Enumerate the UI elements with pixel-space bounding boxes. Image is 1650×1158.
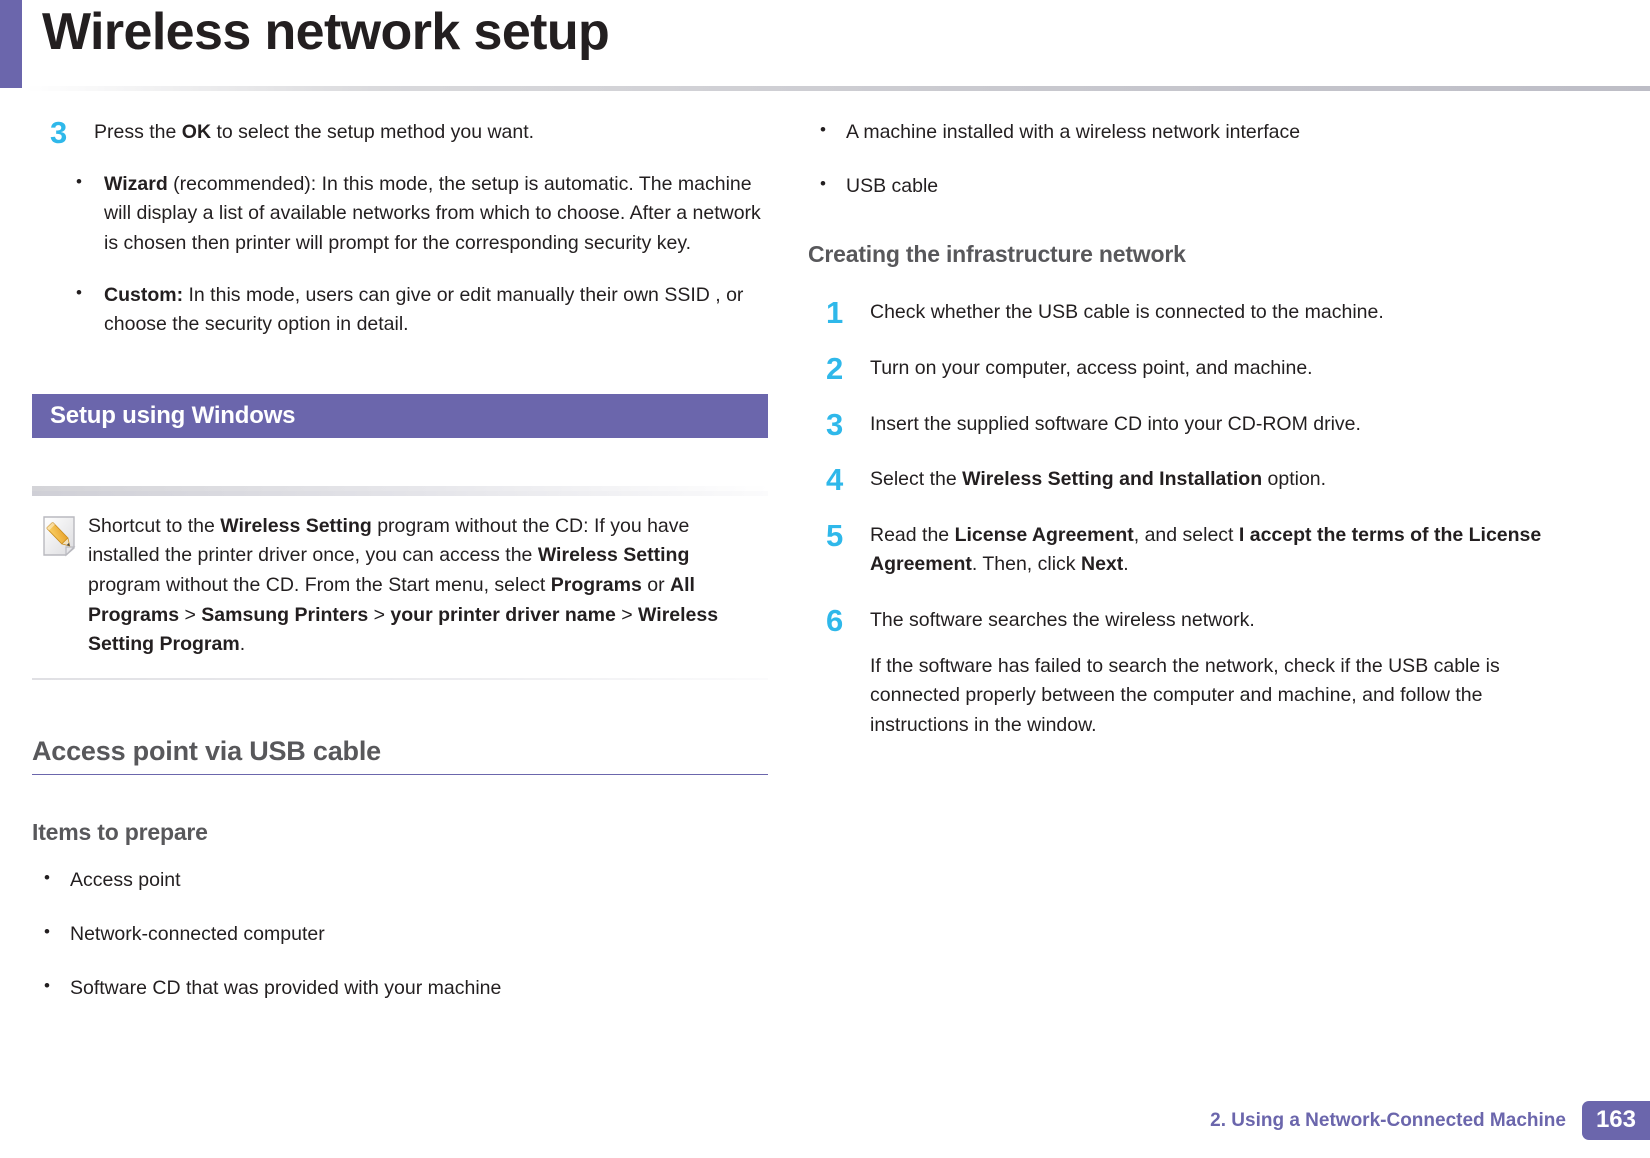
step-6-sub-paragraph: If the software has failed to search the… [870,654,1500,736]
step-seg: . Then, click [971,553,1081,576]
list-item: Network-connected computer [32,919,772,950]
heading-access-point-via-usb-cable: Access point via USB cable [32,736,768,776]
step-seg: Check whether the USB cable is connected… [870,301,1384,324]
note-box: Shortcut to the Wireless Setting program… [32,485,768,680]
step-3-bullets: Wizard (recommended): In this mode, the … [32,169,772,340]
note-seg: . [239,633,246,656]
heading-creating-the-infrastructure-network: Creating the infrastructure network [808,241,1186,268]
step-seg: Read the [870,523,955,546]
bullet-rest: In this mode, users can give or edit man… [104,283,744,336]
note-pencil-icon [32,512,88,660]
bullet-bold-lead: Custom: [104,283,184,306]
step-number: 1 [826,295,844,331]
step-text: The software searches the wireless netwo… [870,606,1548,636]
page-header: Wireless network setup [0,0,1650,91]
note-seg: or [641,574,670,596]
note-bottom-divider [32,677,768,680]
list-item: Access point [32,865,772,896]
bullet-rest: (recommended): In this mode, the setup i… [104,172,761,254]
note-text: Shortcut to the Wireless Setting program… [88,512,768,660]
right-column: A machine installed with a wireless netw… [808,117,1548,747]
page-title: Wireless network setup [42,3,610,61]
step-4: 4 Select the Wireless Setting and Instal… [808,462,1548,497]
note-seg: > [179,603,202,626]
step-5: 5 Read the License Agreement, and select… [808,518,1548,580]
step-text: Read the License Agreement, and select I… [870,521,1548,580]
step-number: 6 [826,603,844,638]
step-3: 3 Insert the supplied software CD into y… [808,407,1548,442]
list-item: Software CD that was provided with your … [32,973,772,1004]
note-seg: > [615,603,639,626]
bullet-bold-lead: Wizard [104,172,168,195]
heading-text: Access point via USB cable [32,735,381,766]
note-seg: program without the CD. From the Start m… [88,574,551,596]
heading-items-to-prepare: Items to prepare [32,819,208,846]
note-top-divider [32,490,768,496]
step-number: 3 [826,406,844,442]
step-seg: , and select [1133,523,1239,546]
step-seg: I accept the terms of the License Agreem… [870,523,1542,576]
step-seg: License Agreement [954,523,1134,546]
section-bar-title: Setup using Windows [50,401,296,429]
step-number: 2 [826,350,844,386]
step-text: Turn on your computer, access point, and… [870,354,1548,384]
header-accent-bar [0,0,22,88]
list-item: A machine installed with a wireless netw… [808,117,1548,148]
note-seg: Programs [550,574,642,596]
left-column: 3 Press the OK to select the setup metho… [32,115,772,1027]
footer-chapter-text: 2. Using a Network-Connected Machine [1210,1109,1566,1131]
items-to-prepare-list: Access point Network-connected computer … [32,865,772,1004]
step-number: 4 [826,462,844,498]
heading-underline [32,773,768,776]
note-seg: Wireless Setting [220,514,372,537]
step-text: Select the Wireless Setting and Installa… [870,465,1548,495]
step-3: 3 Press the OK to select the setup metho… [32,115,772,150]
step-seg: Wireless Setting and Installation [962,468,1263,491]
note-body: Shortcut to the Wireless Setting program… [32,496,768,678]
step-seg: Insert the supplied software CD into you… [870,412,1361,435]
step-seg: . [1123,553,1129,576]
note-seg: your printer driver name [390,603,616,626]
step-number: 3 [50,115,68,150]
list-item: Wizard (recommended): In this mode, the … [32,169,772,259]
step-seg: option. [1262,468,1327,491]
step-seg: Select the [870,468,963,491]
right-top-bullets: A machine installed with a wireless netw… [808,117,1548,202]
note-seg: > [368,603,391,626]
step-number: 5 [826,517,844,553]
step-seg: The software searches the wireless netwo… [870,609,1255,631]
step-seg: Next [1080,553,1124,576]
note-seg: Shortcut to the [88,514,221,537]
step-text: Check whether the USB cable is connected… [870,298,1548,328]
page-footer: 2. Using a Network-Connected Machine 163 [1210,1101,1650,1140]
step-6: 6 The software searches the wireless net… [808,603,1548,741]
note-seg: Wireless Setting Program [88,603,719,656]
header-divider [26,86,1650,91]
step-1: 1 Check whether the USB cable is connect… [808,295,1548,330]
step-text-bold: OK [181,121,212,143]
note-seg: Wireless Setting [537,544,690,567]
step-text: Press the OK to select the setup method … [94,118,772,148]
step-text: Insert the supplied software CD into you… [870,410,1548,440]
list-item: USB cable [808,171,1548,202]
footer-page-number: 163 [1581,1101,1650,1140]
note-seg: program without the CD: If you have inst… [88,514,690,567]
list-item: Custom: In this mode, users can give or … [32,279,772,340]
step-seg: Turn on your computer, access point, and… [870,356,1313,379]
step-2: 2 Turn on your computer, access point, a… [808,351,1548,386]
note-seg: Samsung Printers [201,603,369,626]
note-seg: All Programs [88,574,695,626]
section-bar-setup-using-windows: Setup using Windows [32,393,768,438]
step-text-before: Press the [94,121,182,143]
step-text-after: to select the setup method you want. [211,121,535,143]
